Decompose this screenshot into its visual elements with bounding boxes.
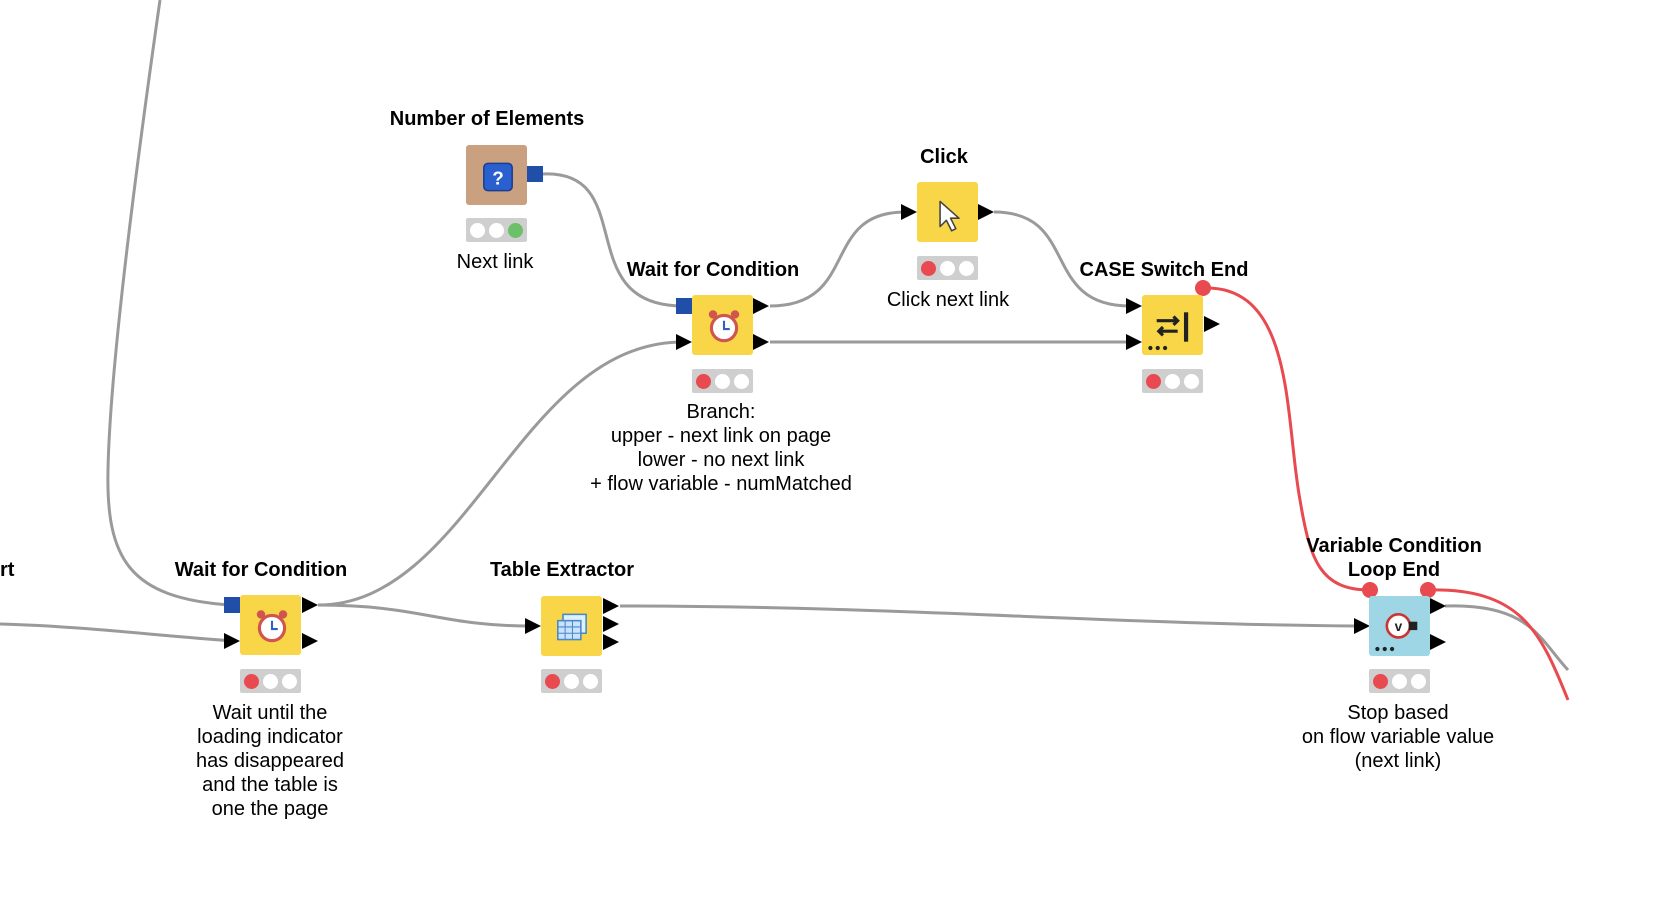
port-loopend-out-upper bbox=[1430, 598, 1446, 614]
port-wait2-in-lower bbox=[224, 633, 240, 649]
status-light-off bbox=[1411, 673, 1426, 689]
table-extractor-icon bbox=[557, 613, 587, 641]
alarm-clock-icon bbox=[708, 310, 740, 343]
variable-connection-loopend-out bbox=[1427, 588, 1570, 701]
node-caption: Click next link bbox=[886, 289, 1010, 311]
status-light-off bbox=[959, 260, 974, 276]
switch-end-icon bbox=[1148, 312, 1189, 351]
status-light-red bbox=[1373, 673, 1388, 689]
status-light-red bbox=[545, 673, 560, 689]
status-light-off bbox=[1392, 673, 1407, 689]
connection-wait2-to-tableextractor bbox=[317, 603, 531, 628]
port-wait1-out-upper bbox=[753, 298, 769, 314]
node-status bbox=[466, 218, 527, 242]
port-wait1-out-lower bbox=[753, 334, 769, 350]
status-light-off bbox=[940, 260, 955, 276]
node-icon-box[interactable]: ? bbox=[466, 145, 527, 205]
port-loopend-in bbox=[1354, 618, 1370, 634]
port-wait2-out-upper bbox=[302, 597, 318, 613]
status-light-off bbox=[734, 373, 749, 389]
node-title: Table Extractor bbox=[489, 559, 635, 581]
cursor-icon bbox=[939, 200, 960, 232]
port-tableextractor-out2 bbox=[603, 616, 619, 632]
port-tableextractor-out3 bbox=[603, 634, 619, 650]
status-light-off bbox=[282, 673, 297, 689]
port-click-out bbox=[978, 204, 994, 220]
node-caption: Branch: upper - next link on page lower … bbox=[590, 401, 852, 495]
variable-connection-switchend-to-loopend bbox=[1203, 286, 1371, 592]
status-light-off bbox=[583, 673, 598, 689]
status-light-red bbox=[696, 373, 711, 389]
alarm-clock-icon bbox=[256, 610, 288, 643]
status-light-green bbox=[508, 222, 523, 238]
port-tableextractor-in bbox=[525, 618, 541, 634]
partial-left-label: rt bbox=[0, 559, 15, 581]
variable-port-switchend bbox=[1195, 280, 1211, 296]
variable-loop-end-icon: v bbox=[1375, 613, 1418, 652]
port-wait1-in-upper bbox=[676, 298, 692, 314]
node-title: Wait for Condition bbox=[174, 559, 348, 581]
port-wait2-out-lower bbox=[302, 633, 318, 649]
connection-tableextractor-to-loopend bbox=[619, 604, 1356, 628]
port-click-in bbox=[901, 204, 917, 220]
node-icon-box[interactable] bbox=[1142, 295, 1203, 355]
node-icon-box[interactable] bbox=[541, 596, 602, 656]
status-light-off bbox=[263, 673, 278, 689]
port-loopend-out-lower bbox=[1430, 634, 1446, 650]
node-title: CASE Switch End bbox=[1079, 259, 1249, 281]
port-switchend-in-upper bbox=[1126, 298, 1142, 314]
node-icon-box[interactable] bbox=[240, 595, 301, 655]
port-wait1-in-lower bbox=[676, 334, 692, 350]
status-light-off bbox=[1165, 373, 1180, 389]
node-icon-box[interactable] bbox=[692, 295, 753, 355]
connection-top-left-to-wait2 bbox=[106, 0, 231, 607]
node-status bbox=[1369, 669, 1430, 693]
status-light-off bbox=[715, 373, 730, 389]
connection-wait2-to-wait1 bbox=[317, 340, 684, 607]
status-light-off bbox=[470, 222, 485, 238]
node-status bbox=[541, 669, 602, 693]
node-status bbox=[692, 369, 753, 393]
node-title: Variable Condition Loop End bbox=[1306, 535, 1482, 581]
port-numelem-out bbox=[527, 166, 543, 182]
port-switchend-in-lower bbox=[1126, 334, 1142, 350]
variable-port-loopend-out bbox=[1420, 582, 1436, 598]
node-title: Wait for Condition bbox=[626, 259, 800, 281]
node-caption: Stop based on flow variable value (next … bbox=[1301, 702, 1495, 772]
status-light-off bbox=[489, 222, 504, 238]
connection-left-input bbox=[0, 622, 236, 643]
node-caption: Wait until the loading indicator has dis… bbox=[196, 702, 344, 820]
status-light-red bbox=[1146, 373, 1161, 389]
node-status bbox=[240, 669, 301, 693]
status-light-red bbox=[244, 673, 259, 689]
connection-click-to-switchend bbox=[993, 210, 1131, 308]
port-wait2-in-upper bbox=[224, 597, 240, 613]
svg-text:?: ? bbox=[492, 168, 504, 189]
status-light-off bbox=[564, 673, 579, 689]
status-light-off bbox=[1184, 373, 1199, 389]
node-status bbox=[1142, 369, 1203, 393]
node-icon-box[interactable] bbox=[917, 182, 978, 242]
port-switchend-out bbox=[1204, 316, 1220, 332]
question-icon: ? bbox=[483, 162, 513, 192]
connection-numelem-to-wait1 bbox=[542, 172, 684, 308]
node-caption: Next link bbox=[456, 251, 534, 273]
node-title: Number of Elements bbox=[389, 108, 585, 130]
node-icon-box[interactable]: v bbox=[1369, 596, 1430, 656]
status-light-red bbox=[921, 260, 936, 276]
port-tableextractor-out1 bbox=[603, 598, 619, 614]
svg-text:v: v bbox=[1395, 619, 1403, 634]
variable-port-loopend-in bbox=[1362, 582, 1378, 598]
connection-wait1-to-click bbox=[769, 210, 906, 308]
node-status bbox=[917, 256, 978, 280]
node-title: Click bbox=[920, 146, 968, 168]
